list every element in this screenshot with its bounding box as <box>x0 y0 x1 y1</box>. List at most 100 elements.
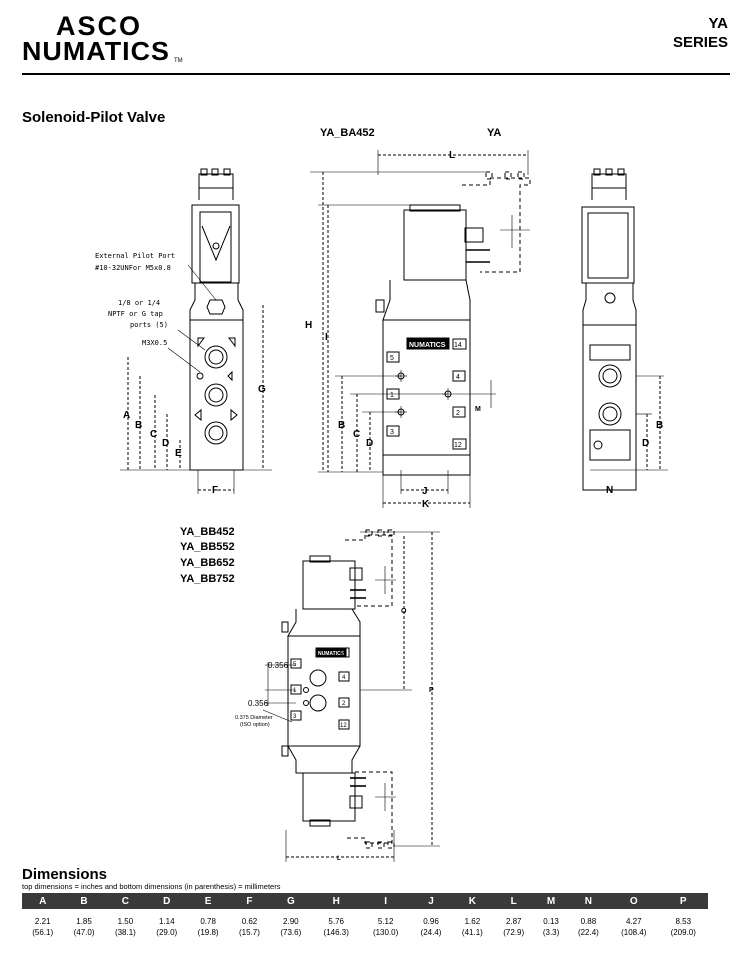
nameplate-text-2: NUMATICS <box>318 651 345 657</box>
model-label-bb652: YA_BB652 <box>180 557 235 569</box>
callout-ports-3: ports (5) <box>130 321 168 329</box>
dim-inches: 0.78 <box>200 917 216 926</box>
dim-header-c: C <box>104 893 147 909</box>
callout-pilot-2: #10-32UNFor M5x0.8 <box>95 264 171 272</box>
port-4-b: 4 <box>342 675 346 681</box>
dim-value-i: 5.12(130.0) <box>361 909 410 939</box>
diameter-label-1: 0.375 Diameter <box>235 715 273 721</box>
nameplate <box>406 337 450 350</box>
port-5: 5 <box>390 355 394 362</box>
dim-header-g: G <box>270 893 312 909</box>
center-solenoid <box>403 209 467 281</box>
port-5-b: 5 <box>293 662 297 668</box>
dimensions-title: Dimensions <box>22 866 108 883</box>
double-valve-body <box>287 635 361 747</box>
right-end-view <box>581 168 668 491</box>
port-box-3 <box>386 425 400 437</box>
dim-header-d: D <box>146 893 188 909</box>
dim-header-m: M <box>534 893 568 909</box>
left-side-view <box>120 168 272 494</box>
dim-inches: 8.53 <box>675 917 692 926</box>
dim-letter-e: E <box>175 448 182 459</box>
callout-mount: M3X0.5 <box>142 339 167 347</box>
dim-value-o: 4.27 (108.4) <box>609 909 658 939</box>
dim-letter-b-center: B <box>338 420 345 431</box>
dimensions-note: top dimensions = inches and bottom dimen… <box>22 882 281 891</box>
port-14: 14 <box>454 342 462 349</box>
dim-header-k: K <box>451 893 494 909</box>
dim-letter-c: C <box>150 429 157 440</box>
model-label-bb452: YA_BB452 <box>180 526 235 538</box>
dim-value-j: 0.96(24.4) <box>410 909 451 939</box>
model-label-bb552: YA_BB552 <box>180 541 235 553</box>
series-label: YA SERIES <box>673 14 728 52</box>
model-label-top: YA_BA452 <box>320 127 375 139</box>
pilot-port-hex <box>206 299 226 315</box>
valve-drawing: YA_BA452 YA YA_BB452 YA_BB552 YA_BB652 Y… <box>95 127 668 862</box>
dim-inches: 5.76 <box>328 917 344 926</box>
dim-header-n: N <box>567 893 610 909</box>
dim-letter-l: L <box>449 150 455 161</box>
port-1-b: 1 <box>293 688 297 694</box>
dim-millimeters: (29.0) <box>156 928 178 937</box>
dim-value-d: 1.14 (29.0) <box>146 909 187 939</box>
dim-millimeters: (209.0) <box>670 928 696 937</box>
dim-millimeters: (19.8) <box>197 928 219 937</box>
dim-inches: 1.50 <box>117 917 134 926</box>
dim-inches: 4.27 <box>625 917 642 926</box>
dim-inches: 2.87 <box>505 917 522 926</box>
callout-ports-2: NPTF or G tap <box>108 310 163 318</box>
dim-millimeters: (24.4) <box>420 928 442 937</box>
dim-millimeters: (56.1) <box>32 928 54 937</box>
dim-value-p: 8.53 (209.0) <box>658 909 708 939</box>
callout-ports-1: 1/8 or 1/4 <box>118 299 160 307</box>
port-1: 1 <box>390 392 394 399</box>
dim-header-a: A <box>22 893 64 909</box>
port-2-b: 2 <box>342 701 346 707</box>
dim-millimeters: (146.3) <box>323 928 349 937</box>
port-circle-middle <box>204 383 228 407</box>
dim-millimeters: (108.4) <box>621 928 647 937</box>
dim-inches: 1.14 <box>158 917 175 926</box>
top-solenoid <box>302 560 356 610</box>
dim-letter-a: A <box>123 410 130 421</box>
dim-millimeters: (41.1) <box>461 928 483 937</box>
left-connector <box>198 173 234 189</box>
dim-letter-d-right: D <box>642 438 649 449</box>
dim-inches: 2.21 <box>34 917 51 926</box>
dim-value-l: 2.87(72.9) <box>493 909 534 939</box>
dim-inches: 1.62 <box>464 917 481 926</box>
port-box-2 <box>452 406 466 418</box>
dim-letter-h: H <box>305 320 312 331</box>
dim-inches: 1.85 <box>76 917 92 926</box>
asco-numatics-logo: ASCO NUMATICS TM <box>22 8 192 68</box>
dim-value-m: 0.13 (3.3) <box>534 909 567 939</box>
dim-header-e: E <box>187 893 229 909</box>
dim-millimeters: (15.7) <box>239 928 260 937</box>
dim-letter-d: D <box>162 438 169 449</box>
dim-millimeters: (22.4) <box>577 928 599 937</box>
logo-line2: NUMATICS <box>22 36 170 66</box>
dim-header-p: P <box>658 893 708 909</box>
dim-value-b: 1.85(47.0) <box>63 909 104 939</box>
dim-inches: 0.13 <box>543 917 559 926</box>
dim-millimeters: (3.3) <box>542 928 560 937</box>
dim-header-o: O <box>609 893 659 909</box>
left-solenoid <box>191 204 240 284</box>
dim-header-l: L <box>493 893 535 909</box>
port-12-b: 12 <box>340 723 347 729</box>
center-valve-body <box>382 319 471 476</box>
dim-letter-b: B <box>135 420 142 431</box>
port-4: 4 <box>456 374 460 381</box>
header-rule <box>22 73 730 75</box>
dim-value-g: 2.90(73.6) <box>270 909 311 939</box>
dim-letter-g: G <box>258 384 266 395</box>
dim-value-c: 1.50(38.1) <box>105 909 146 939</box>
spacing-label-2: 0.356 <box>248 699 269 708</box>
dim-header-i: I <box>360 893 411 909</box>
dim-header-f: F <box>228 893 271 909</box>
dim-value-h: 5.76 (146.3) <box>312 909 361 939</box>
double-solenoid-view <box>262 529 440 862</box>
